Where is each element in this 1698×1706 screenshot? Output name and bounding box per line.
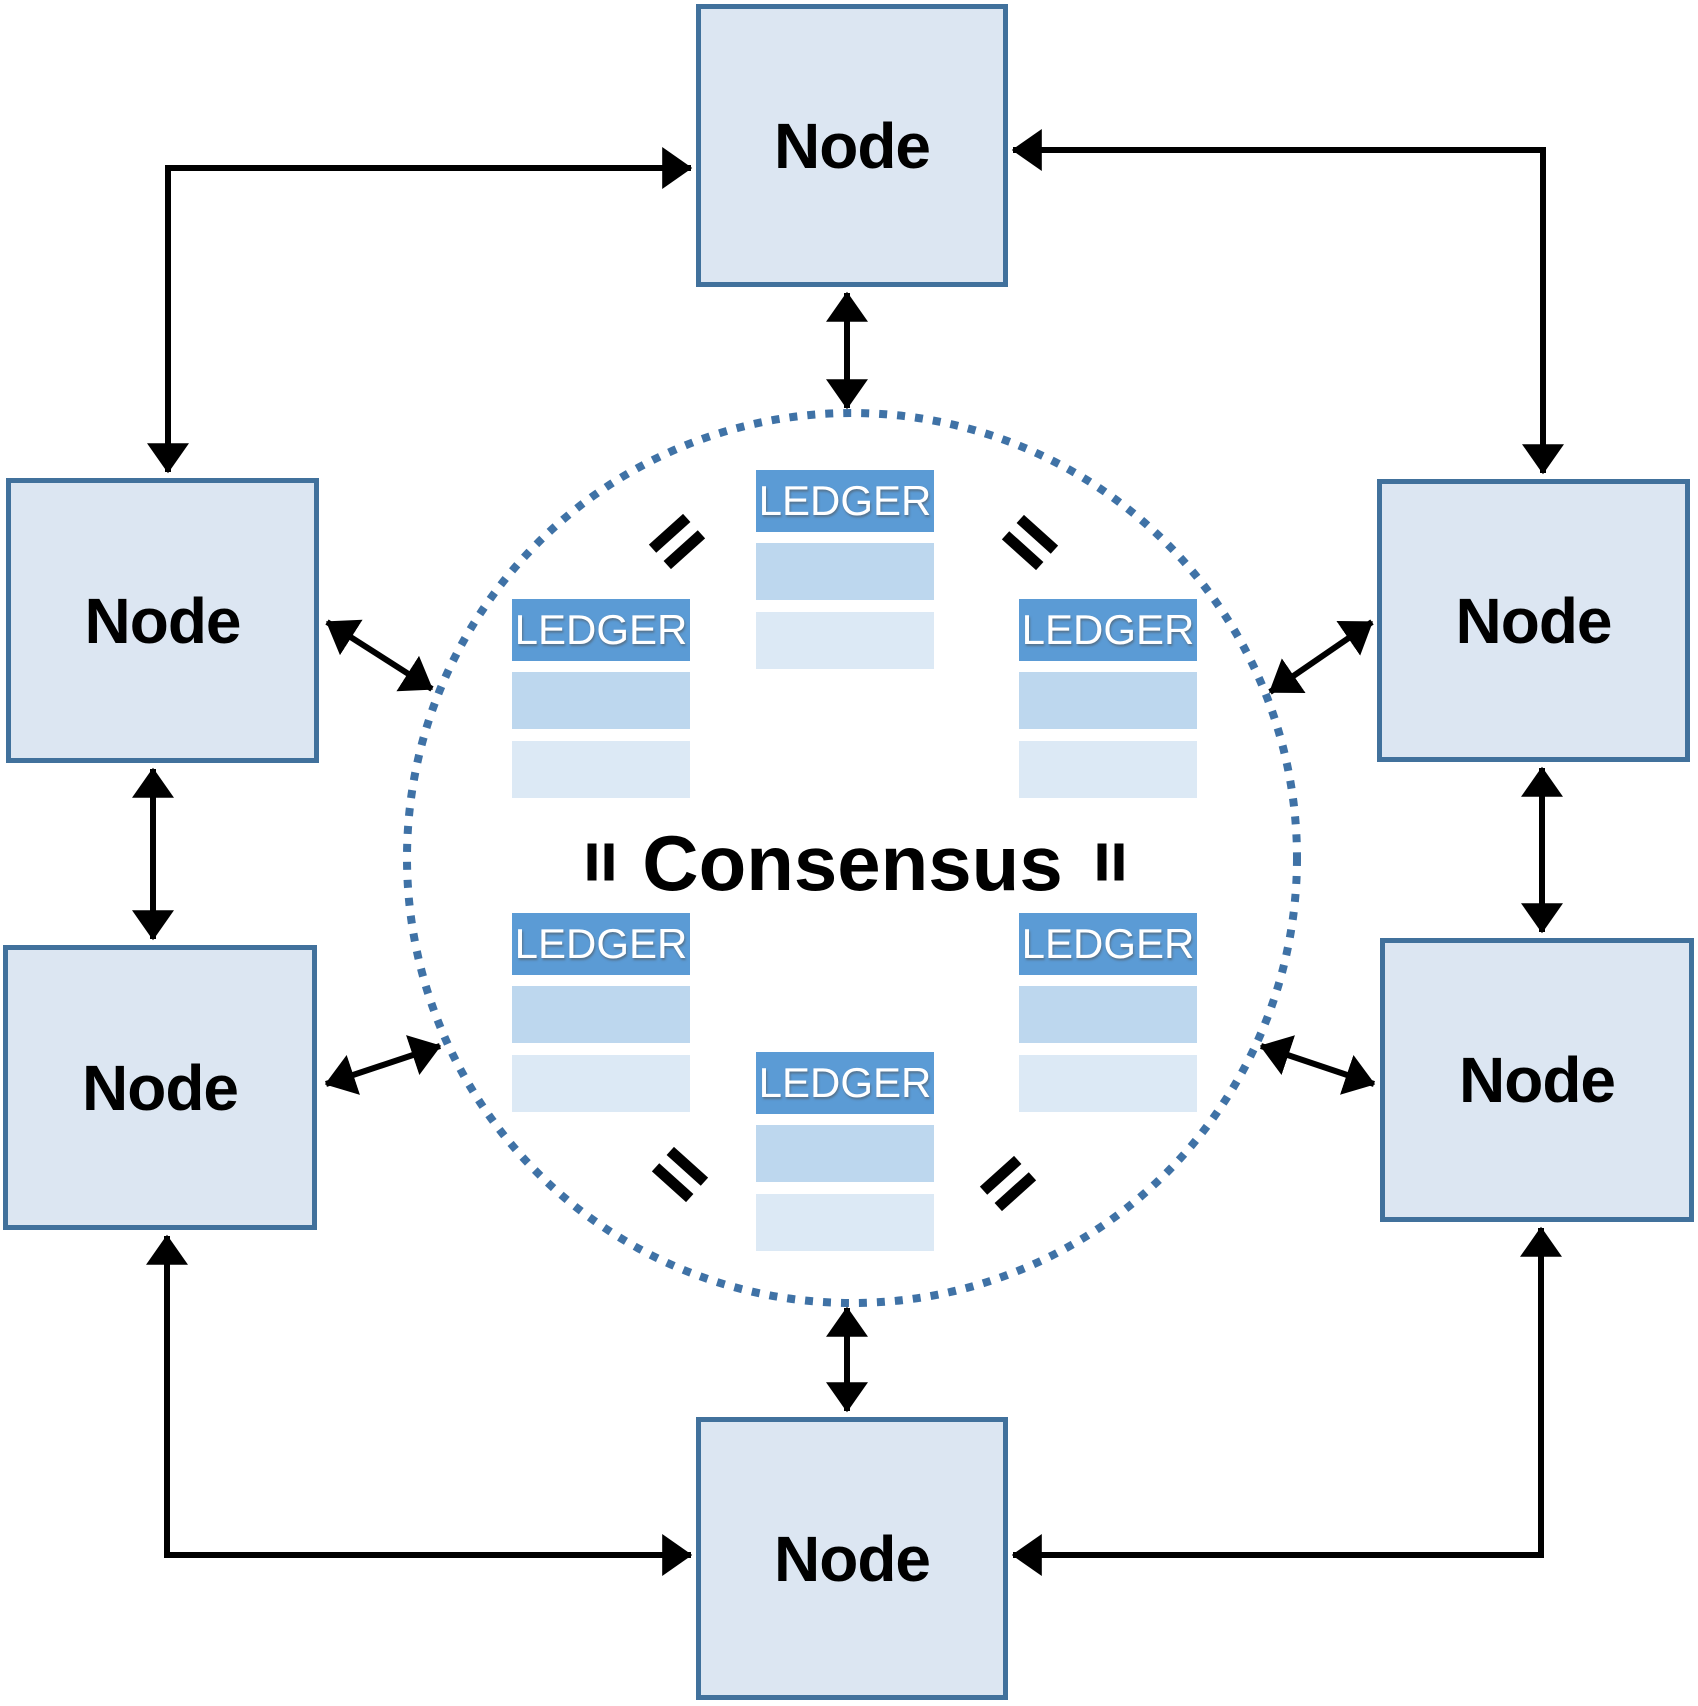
ledger-upper-left: LEDGER xyxy=(512,599,690,810)
node-top: Node xyxy=(696,4,1008,287)
ledger-row xyxy=(1019,986,1197,1043)
node-label: Node xyxy=(82,1051,239,1124)
ledger-top-center: LEDGER xyxy=(756,470,934,681)
node-label: Node xyxy=(84,584,242,657)
elbow-arrow-bottom-right xyxy=(1011,1226,1562,1576)
ledger-header: LEDGER xyxy=(1019,599,1197,661)
ledger-row xyxy=(1019,1055,1197,1112)
elbow-arrow-top-left xyxy=(147,147,693,474)
ledger-lower-left: LEDGER xyxy=(512,913,690,1124)
consensus-label: Consensus xyxy=(642,819,1063,907)
ledger-header: LEDGER xyxy=(1019,913,1197,975)
equals-icon xyxy=(648,513,706,570)
ledger-upper-right: LEDGER xyxy=(1019,599,1197,810)
ledger-row xyxy=(512,1055,690,1112)
ledger-row xyxy=(1019,741,1197,798)
node-label: Node xyxy=(1455,584,1613,657)
ledger-row xyxy=(756,612,934,669)
elbow-arrow-top-right xyxy=(1011,129,1564,475)
double-arrow-lower-right-circle xyxy=(1259,1035,1376,1095)
equals-icon xyxy=(651,1146,709,1203)
node-label: Node xyxy=(774,109,931,182)
node-label: Node xyxy=(774,1522,931,1595)
node-label: Node xyxy=(1459,1044,1616,1116)
double-arrow-upper-left-circle xyxy=(325,619,434,692)
equals-icon xyxy=(587,843,614,881)
double-arrow-upper-right-circle xyxy=(1268,619,1374,695)
equals-icon xyxy=(979,1155,1037,1212)
ledger-row xyxy=(512,741,690,798)
ledger-header: LEDGER xyxy=(512,599,690,661)
elbow-arrow-bottom-left xyxy=(146,1234,693,1576)
ledger-header: LEDGER xyxy=(756,470,934,532)
node-bottom: Node xyxy=(696,1417,1008,1700)
equals-icon xyxy=(1097,843,1124,881)
ledger-row xyxy=(756,1125,934,1182)
ledger-header: LEDGER xyxy=(512,913,690,975)
ledger-row xyxy=(756,543,934,600)
ledger-row xyxy=(1019,672,1197,729)
node-lower-left: Node xyxy=(3,945,317,1230)
double-arrow-lower-left-circle xyxy=(324,1035,442,1095)
node-lower-right: Node xyxy=(1380,938,1694,1222)
equals-icon xyxy=(1001,514,1059,571)
ledger-bottom-center: LEDGER xyxy=(756,1052,934,1263)
node-upper-left: Node xyxy=(6,478,319,763)
ledger-row xyxy=(756,1194,934,1251)
ledger-row xyxy=(512,672,690,729)
ledger-lower-right: LEDGER xyxy=(1019,913,1197,1124)
ledger-row xyxy=(512,986,690,1043)
ledger-header: LEDGER xyxy=(756,1052,934,1114)
node-upper-right: Node xyxy=(1377,479,1690,762)
